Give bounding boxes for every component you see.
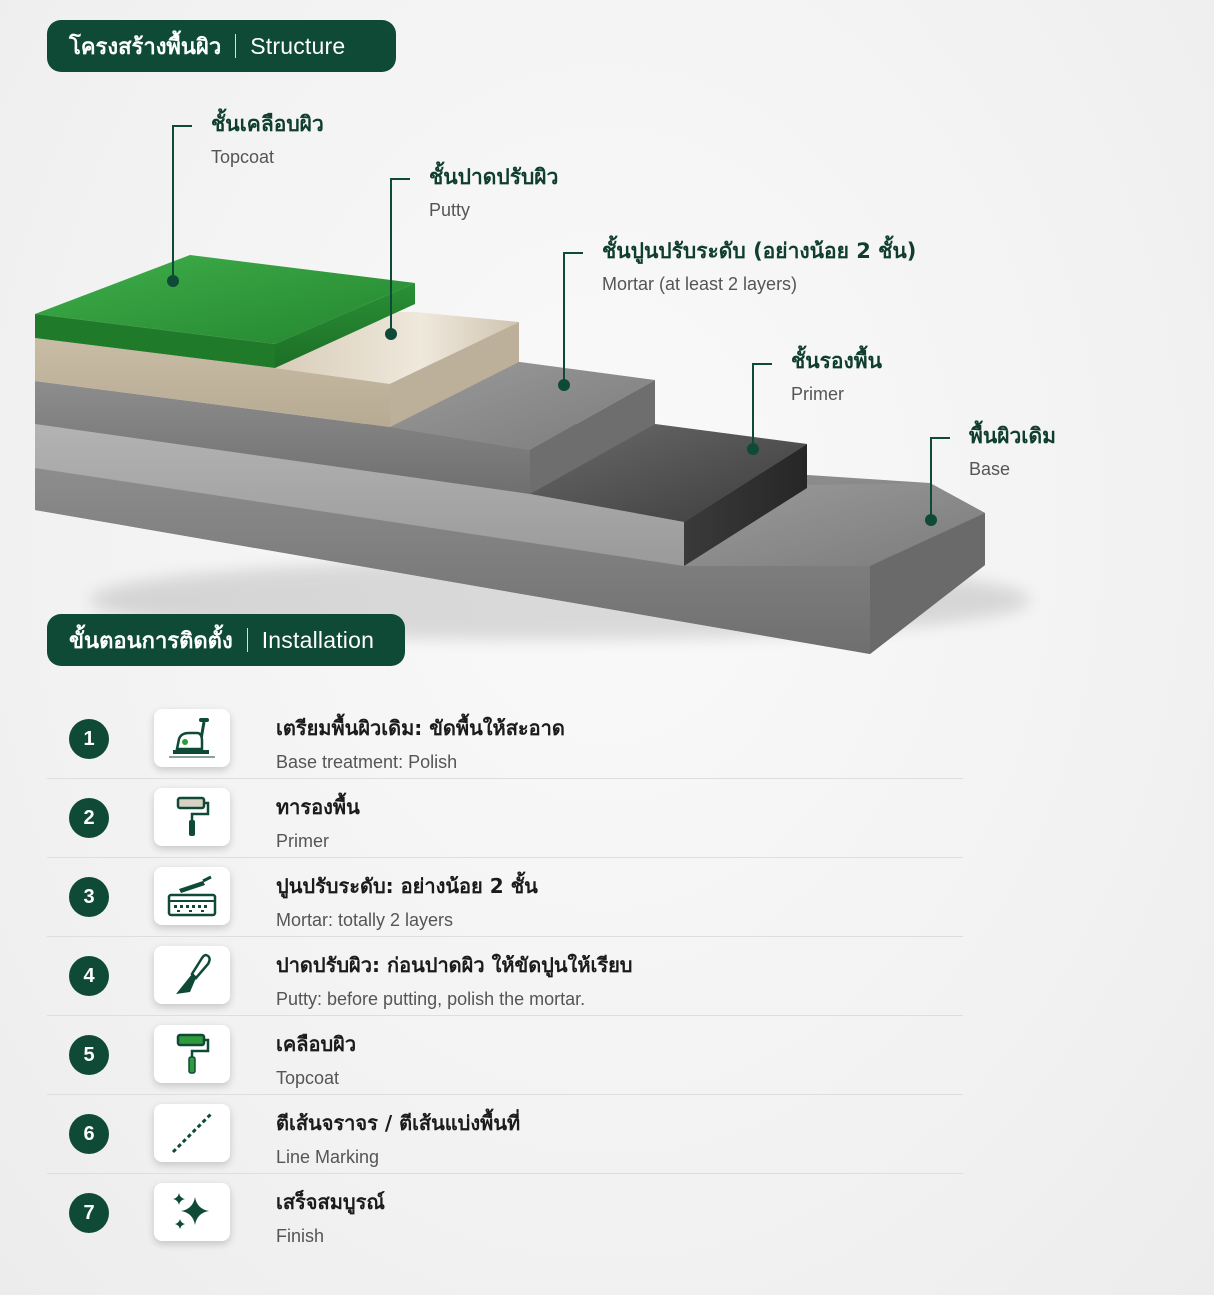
step-title-en: Finish: [276, 1226, 325, 1246]
callout-label-en: Base: [969, 459, 1011, 479]
callout-label-th: ชั้นเคลือบผิว: [211, 112, 324, 136]
callout-label-th: ชั้นรองพื้น: [791, 349, 882, 373]
step-number: 5: [69, 1035, 109, 1075]
callout-label-th: ชั้นปูนปรับระดับ (อย่างน้อย 2 ชั้น): [602, 239, 917, 263]
installation-section-title: ขั้นตอนการติดตั้ง Installation: [47, 614, 405, 666]
callout-label-en: Topcoat: [211, 147, 275, 167]
step-text: ตีเส้นจราจร / ตีเส้นแบ่งพื้นที่ Line Mar…: [276, 1107, 520, 1168]
callout-mortar: ชั้นปูนปรับระดับ (อย่างน้อย 2 ชั้น) Mort…: [602, 235, 916, 295]
step-title-en: Mortar: totally 2 layers: [276, 910, 454, 930]
callout-primer: ชั้นรองพื้น Primer: [791, 345, 882, 405]
structure-section-title: โครงสร้างพื้นผิว Structure: [47, 20, 396, 72]
paint-roller-icon: [154, 788, 230, 846]
step-title-th: เสร็จสมบูรณ์: [276, 1190, 385, 1214]
step-number: 2: [69, 798, 109, 838]
step-title-th: ตีเส้นจราจร / ตีเส้นแบ่งพื้นที่: [276, 1111, 521, 1135]
installation-title-th: ขั้นตอนการติดตั้ง: [69, 628, 233, 654]
step-title-en: Base treatment: Polish: [276, 752, 458, 772]
title-separator: [235, 34, 237, 58]
step-number: 1: [69, 719, 109, 759]
step-title-en: Primer: [276, 831, 329, 851]
callout-label-en: Primer: [791, 384, 844, 404]
step-title-th: เตรียมพื้นผิวเดิม: ขัดพื้นให้สะอาด: [276, 716, 565, 740]
step-number: 4: [69, 956, 109, 996]
step-row: 3 ปูนปรับระดับ: อย่างน้อย 2 ชั้น Mortar:…: [47, 858, 963, 937]
step-title-en: Topcoat: [276, 1068, 340, 1088]
step-row: 7 เสร็จสมบูรณ์ Finish: [47, 1174, 963, 1253]
callout-dots: [167, 275, 937, 526]
dashed-line-icon: [154, 1104, 230, 1162]
step-text: เคลือบผิว Topcoat: [276, 1028, 356, 1089]
step-text: ปูนปรับระดับ: อย่างน้อย 2 ชั้น Mortar: t…: [276, 870, 538, 931]
callout-base: พื้นผิวเดิม Base: [969, 420, 1056, 480]
step-row: 4 ปาดปรับผิว: ก่อนปาดผิว ให้ขัดปูนให้เรี…: [47, 937, 963, 1016]
callout-label-th: ชั้นปาดปรับผิว: [429, 165, 559, 189]
step-title-th: เคลือบผิว: [276, 1032, 357, 1056]
step-title-en: Line Marking: [276, 1147, 380, 1167]
step-title-th: ทารองพื้น: [276, 795, 360, 819]
callout-putty: ชั้นปาดปรับผิว Putty: [429, 161, 558, 221]
structure-title-en: Structure: [250, 32, 346, 59]
sparkle-icon: [154, 1183, 230, 1241]
trowel-mortar-icon: [154, 867, 230, 925]
callout-label-th: พื้นผิวเดิม: [969, 424, 1056, 448]
callout-label-en: Mortar (at least 2 layers): [602, 274, 798, 294]
step-title-th: ปูนปรับระดับ: อย่างน้อย 2 ชั้น: [276, 874, 538, 898]
callout-label-en: Putty: [429, 200, 471, 220]
floor-grinder-icon: [154, 709, 230, 767]
callout-leader-lines: [172, 125, 950, 519]
step-text: เตรียมพื้นผิวเดิม: ขัดพื้นให้สะอาด Base …: [276, 712, 565, 773]
step-row: 1 เตรียมพื้นผิวเดิม: ขัดพื้นให้สะอาด Bas…: [47, 700, 963, 779]
structure-title-th: โครงสร้างพื้นผิว: [69, 34, 222, 60]
step-number: 3: [69, 877, 109, 917]
installation-steps-list: 1 เตรียมพื้นผิวเดิม: ขัดพื้นให้สะอาด Bas…: [47, 700, 963, 1253]
step-title-th: ปาดปรับผิว: ก่อนปาดผิว ให้ขัดปูนให้เรียบ: [276, 953, 633, 977]
step-text: ทารองพื้น Primer: [276, 791, 360, 852]
step-text: เสร็จสมบูรณ์ Finish: [276, 1186, 385, 1247]
putty-knife-icon: [154, 946, 230, 1004]
step-number: 6: [69, 1114, 109, 1154]
topcoat-layer: [35, 255, 415, 368]
floor-layers-diagram: [35, 125, 1030, 654]
step-number: 7: [69, 1193, 109, 1233]
green-roller-icon: [154, 1025, 230, 1083]
installation-title-en: Installation: [261, 626, 375, 653]
step-row: 6 ตีเส้นจราจร / ตีเส้นแบ่งพื้นที่ Line M…: [47, 1095, 963, 1174]
callout-topcoat: ชั้นเคลือบผิว Topcoat: [211, 108, 324, 168]
step-row: 5 เคลือบผิว Topcoat: [47, 1016, 963, 1095]
step-text: ปาดปรับผิว: ก่อนปาดผิว ให้ขัดปูนให้เรียบ…: [276, 949, 633, 1010]
step-row: 2 ทารองพื้น Primer: [47, 779, 963, 858]
step-title-en: Putty: before putting, polish the mortar…: [276, 989, 586, 1009]
title-separator: [246, 628, 248, 652]
